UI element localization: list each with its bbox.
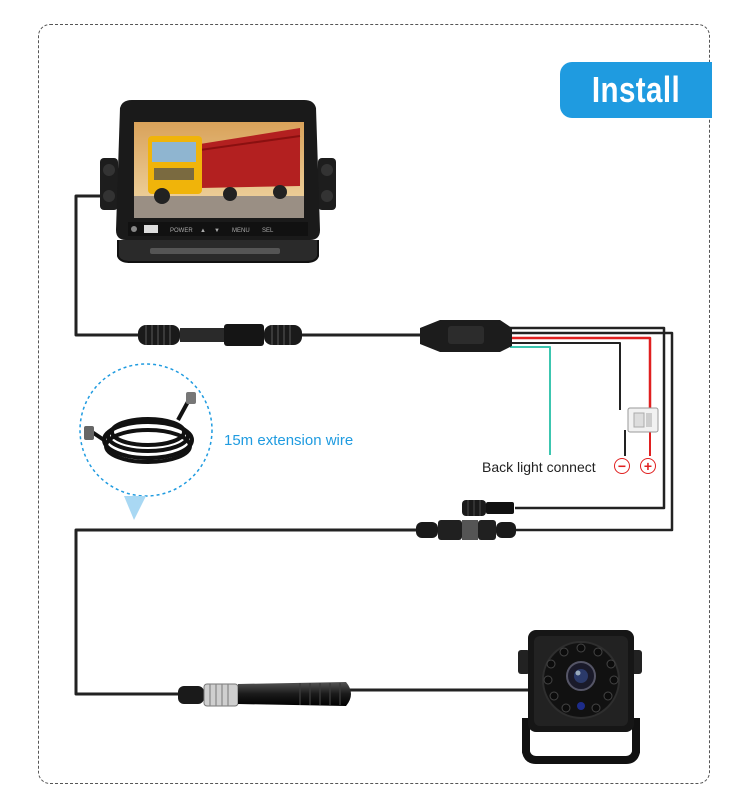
cable-coil-icon [79, 363, 213, 520]
camera-cable-connector [178, 682, 351, 707]
negative-terminal-icon: − [614, 458, 630, 474]
fuse-icon [627, 407, 659, 433]
monitor-button-up: ▲ [200, 228, 206, 234]
positive-terminal-icon: + [640, 458, 656, 474]
install-badge: Install [560, 62, 712, 118]
monitor-icon: POWER ▲ ▼ MENU SEL [100, 100, 336, 263]
main-cable-connector [138, 324, 302, 346]
extension-connector-pair [416, 520, 516, 540]
connector-icon [462, 500, 514, 516]
monitor-button-down: ▼ [214, 228, 220, 234]
splitter-connector [420, 320, 512, 352]
monitor-button-power: POWER [170, 228, 193, 234]
extension-wire-label: 15m extension wire [224, 432, 354, 449]
monitor-button-menu: MENU [232, 228, 250, 234]
back-light-label: Back light connect [482, 459, 596, 475]
dashed-frame [38, 24, 710, 784]
camera-icon [518, 630, 642, 764]
install-title: Install [591, 69, 681, 110]
monitor-button-sel: SEL [262, 228, 274, 234]
wires [74, 194, 674, 696]
